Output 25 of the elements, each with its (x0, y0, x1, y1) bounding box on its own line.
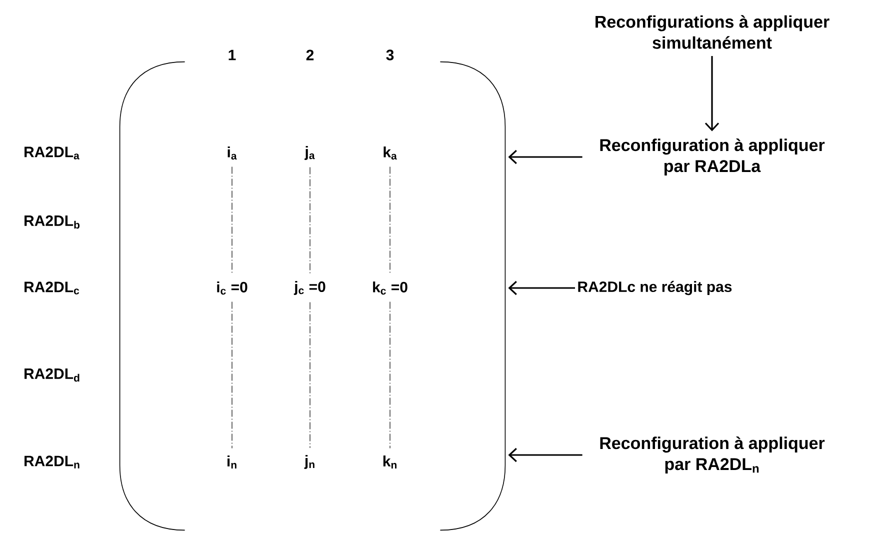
arrow (704, 56, 720, 132)
column-number: 2 (306, 50, 314, 60)
entry: i$_{a}$ (228, 146, 237, 160)
arrow (508, 280, 575, 296)
entry: j$_{c}$ =0 (294, 281, 326, 295)
row-label: RA2DL$_{d}$ (24, 368, 80, 382)
column-number: 3 (386, 50, 394, 60)
entry: k$_{c}$ =0 (373, 281, 408, 295)
row-label: RA2DL$_{a}$ (24, 146, 80, 160)
row-label: RA2DL$_{c}$ (24, 282, 80, 294)
note-text: Reconfiguration à appliquer par RA2DL$_{n}$ (600, 436, 825, 474)
arrow (508, 448, 582, 462)
entry: k$_{n}$ (383, 456, 396, 469)
entry: k$_{a}$ (384, 146, 397, 160)
note-text: Reconfigurations à appliquer simultanément (596, 15, 830, 49)
column-number: 1 (228, 50, 236, 60)
row-label: RA2DL$_{n}$ (24, 456, 80, 468)
arrow (508, 150, 582, 164)
entry: j$_{n}$ (304, 455, 314, 469)
note-text: Reconfiguration à appliquer par RA2DLa (600, 138, 825, 176)
entry: j$_{a}$ (304, 146, 315, 160)
row-label: RA2DL$_{b}$ (24, 215, 80, 229)
note-text: RA2DLc ne réagit pas (578, 280, 732, 296)
entry: i$_{n}$ (228, 456, 236, 469)
entry: i$_{c}$ =0 (217, 281, 248, 295)
